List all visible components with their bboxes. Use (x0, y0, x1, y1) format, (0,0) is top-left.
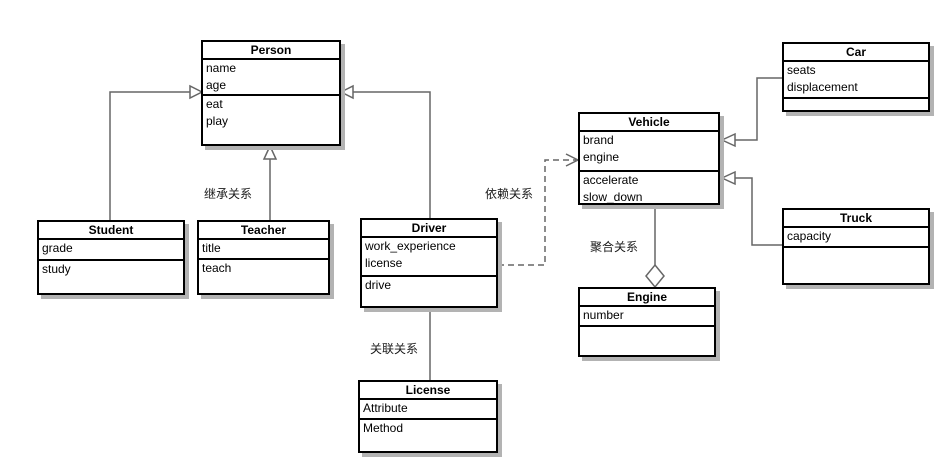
relationship-inheritance-student-person (109, 91, 190, 220)
class-methods-person: eat play (203, 94, 339, 144)
class-methods-teacher: teach (199, 258, 328, 293)
triangle-arrowhead-icon (339, 84, 354, 100)
method-item: eat (206, 97, 223, 111)
attribute-item: engine (583, 150, 620, 164)
class-methods-engine (580, 325, 714, 355)
class-title-student: Student (39, 222, 183, 240)
class-title-teacher: Teacher (199, 222, 328, 240)
method-item: accelerate (583, 173, 639, 187)
class-attributes-license: Attribute (360, 400, 496, 418)
diamond-arrowhead-icon (645, 263, 665, 289)
class-title-engine: Engine (580, 289, 714, 307)
class-title-license: License (360, 382, 496, 400)
method-item: Method (363, 421, 404, 435)
attribute-item: displacement (787, 80, 858, 94)
attribute-item: age (206, 78, 227, 92)
relationship-inheritance-car-vehicle (735, 77, 782, 141)
attribute-item: number (583, 308, 624, 322)
class-methods-truck (784, 246, 928, 283)
triangle-arrowhead-icon (720, 132, 736, 148)
triangle-arrowhead-icon (720, 170, 736, 186)
relationship-label-inheritance: 继承关系 (204, 187, 253, 201)
attribute-item: Attribute (363, 401, 408, 415)
attribute-item: capacity (787, 229, 832, 243)
relationship-label-aggregation: 聚合关系 (590, 240, 639, 254)
triangle-arrowhead-icon (189, 84, 204, 100)
class-attributes-truck: capacity (784, 228, 928, 246)
method-item: drive (365, 278, 392, 292)
class-attributes-person: name age (203, 60, 339, 94)
attribute-item: title (202, 241, 221, 255)
class-attributes-student: grade (39, 240, 183, 259)
method-item: play (206, 114, 229, 128)
attribute-item: name (206, 61, 237, 75)
class-title-truck: Truck (784, 210, 928, 228)
attribute-item: brand (583, 133, 614, 147)
class-title-person: Person (203, 42, 339, 60)
class-title-vehicle: Vehicle (580, 114, 718, 132)
method-item: study (42, 262, 71, 276)
class-title-car: Car (784, 44, 928, 62)
method-item: teach (202, 261, 232, 275)
triangle-arrowhead-icon (262, 144, 278, 160)
attribute-item: license (365, 256, 403, 270)
class-methods-car (784, 97, 928, 110)
class-methods-vehicle: accelerate slow_down (580, 170, 718, 203)
relationship-dependency-driver-vehicle (498, 159, 576, 266)
class-title-driver: Driver (362, 220, 496, 238)
relationship-label-dependency: 依赖关系 (485, 187, 534, 201)
attribute-item: grade (42, 241, 73, 255)
relationship-inheritance-driver-person (353, 91, 431, 218)
class-methods-driver: drive (362, 275, 496, 306)
class-attributes-vehicle: brand engine (580, 132, 718, 170)
attribute-item: seats (787, 63, 816, 77)
class-methods-student: study (39, 259, 183, 293)
class-attributes-engine: number (580, 307, 714, 325)
relationship-inheritance-truck-vehicle (735, 177, 782, 246)
class-attributes-car: seats displacement (784, 62, 928, 97)
class-attributes-teacher: title (199, 240, 328, 258)
attribute-item: work_experience (365, 239, 456, 253)
class-methods-license: Method (360, 418, 496, 451)
relationship-label-association: 关联关系 (370, 342, 419, 356)
method-item: slow_down (583, 190, 643, 203)
